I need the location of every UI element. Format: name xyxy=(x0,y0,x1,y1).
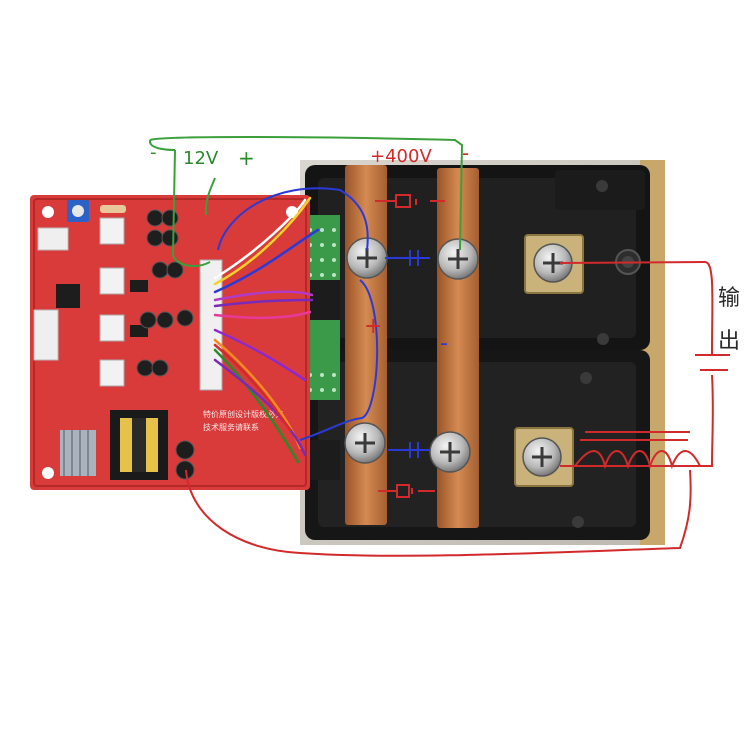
annotation-blue-wires xyxy=(217,187,430,458)
label-12v-plus: + xyxy=(238,146,255,170)
label-400v-minus: - xyxy=(462,141,469,165)
screw-icon xyxy=(346,237,388,279)
label-400v: +400V xyxy=(370,146,432,167)
pcb-silkscreen-line1: 特价原创设计版权必究 xyxy=(203,409,283,419)
gate-wires xyxy=(213,196,320,464)
annotation-12v-wire xyxy=(149,136,464,267)
output-terminal-top xyxy=(524,234,584,294)
label-12v: 12V xyxy=(183,148,219,169)
screw-icon xyxy=(344,422,386,464)
label-bus-minus: - xyxy=(440,331,448,356)
label-bus-plus: + xyxy=(364,314,382,339)
pcb-silkscreen-line2: 技术服务请联系 xyxy=(203,422,259,432)
label-output-2: 出 xyxy=(718,329,740,354)
screw-icon xyxy=(437,238,479,280)
label-12v-minus: - xyxy=(150,142,157,163)
screw-icon xyxy=(429,431,471,473)
annotation-red-wires xyxy=(185,194,730,557)
output-terminal-bottom xyxy=(514,427,574,487)
label-output-1: 输 xyxy=(718,286,740,311)
